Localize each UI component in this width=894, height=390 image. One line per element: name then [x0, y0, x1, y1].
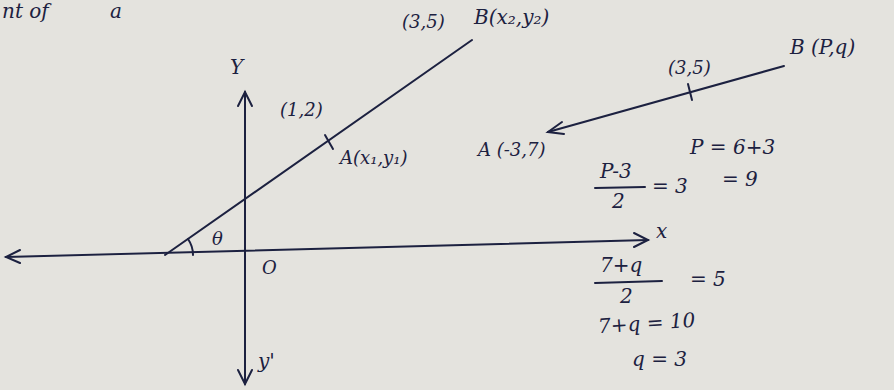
equation-text: 2 [612, 190, 625, 212]
equation-text: = 3 [652, 175, 688, 197]
axis-arrowhead [634, 233, 648, 247]
point-label: A (-3,7) [478, 140, 545, 160]
equation-text: = 9 [722, 168, 758, 190]
equation-text: q = 3 [632, 348, 687, 370]
axis-label: y' [258, 350, 275, 372]
angle-arc [188, 239, 193, 255]
axis-label: x [656, 220, 667, 242]
midpoint-tick [688, 84, 692, 100]
coordinate-label: (3,5) [402, 12, 445, 32]
equation-text: P = 6+3 [690, 136, 775, 158]
inclined-line [165, 40, 472, 255]
coordinate-label: (3,5) [668, 58, 711, 78]
fraction-bar [595, 281, 662, 283]
axis-label: Y [230, 56, 243, 78]
axis-arrowhead [238, 92, 252, 106]
segment-arrowhead [548, 122, 564, 134]
point-label: B(x₂,y₂) [474, 6, 549, 28]
y-axis [244, 92, 246, 384]
point-tick [325, 135, 333, 149]
point-label: A(x₁,y₁) [340, 148, 408, 168]
angle-label: θ [212, 229, 223, 249]
segment-line [548, 66, 784, 132]
point-label: B (P,q) [790, 36, 855, 58]
fraction-bar [595, 187, 645, 188]
equation-text: 7+q [600, 254, 642, 276]
equation-text: P-3 [600, 160, 632, 182]
heading-fragment: a [110, 0, 122, 22]
axis-arrowhead [6, 250, 20, 263]
x-axis [6, 240, 648, 257]
axis-arrowhead [238, 370, 252, 384]
equation-text: = 5 [690, 268, 726, 290]
equation-text: 2 [620, 285, 633, 307]
origin-label: O [262, 258, 277, 278]
heading-fragment: nt of [2, 0, 49, 22]
coordinate-label: (1,2) [280, 100, 323, 120]
equation-text: 7+q = 10 [597, 309, 696, 338]
